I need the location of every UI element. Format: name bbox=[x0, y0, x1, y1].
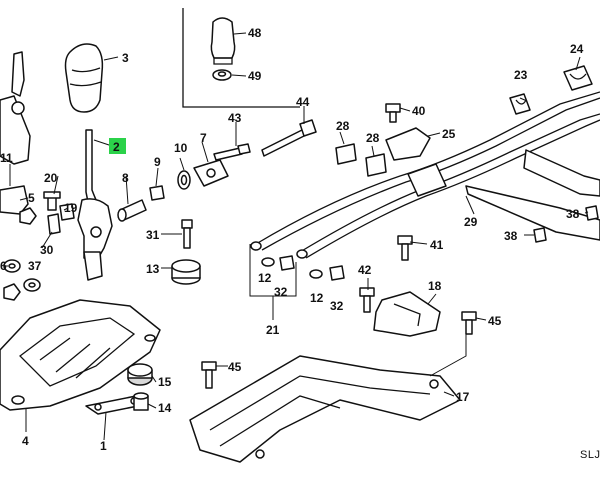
part-42-bolt[interactable] bbox=[359, 287, 375, 313]
part-45-bolt-a[interactable] bbox=[461, 311, 477, 335]
callout-4: 4 bbox=[22, 434, 29, 448]
part-28-clip-a[interactable] bbox=[335, 143, 357, 165]
part-29-stay[interactable] bbox=[465, 185, 600, 241]
part-nut-mid[interactable] bbox=[19, 207, 37, 225]
callout-7: 7 bbox=[200, 131, 207, 145]
callout-2-highlighted[interactable]: 2 bbox=[109, 138, 126, 154]
part-38-nut-b[interactable] bbox=[533, 227, 547, 243]
part-right-bracket[interactable] bbox=[523, 149, 600, 197]
part-10-ring[interactable] bbox=[177, 170, 191, 190]
part-9-nut[interactable] bbox=[149, 185, 165, 201]
inset-frame bbox=[182, 8, 300, 108]
part-14-spacer[interactable] bbox=[133, 392, 149, 411]
callout-38b: 38 bbox=[504, 229, 518, 243]
callout-1: 1 bbox=[100, 439, 107, 453]
callout-28b: 28 bbox=[366, 131, 380, 145]
part-32-washer-a[interactable] bbox=[279, 255, 295, 271]
callout-48: 48 bbox=[248, 26, 262, 40]
leader-lines bbox=[4, 32, 589, 441]
part-3-shift-knob[interactable] bbox=[64, 43, 104, 113]
part-12-nut-b[interactable] bbox=[309, 269, 323, 279]
callout-37: 37 bbox=[28, 259, 42, 273]
part-40-bolt[interactable] bbox=[385, 103, 401, 123]
part-38-nut-a[interactable] bbox=[585, 205, 599, 221]
callout-28a: 28 bbox=[336, 119, 350, 133]
callout-12b: 12 bbox=[310, 291, 324, 305]
callout-43: 43 bbox=[228, 111, 242, 125]
part-nut-left[interactable] bbox=[3, 283, 21, 301]
callout-6: 6 bbox=[0, 259, 7, 273]
callout-11: 11 bbox=[0, 151, 13, 165]
part-41-bolt[interactable] bbox=[397, 235, 413, 261]
callout-9: 9 bbox=[154, 155, 161, 169]
part-31-bolt[interactable] bbox=[181, 219, 193, 249]
part-7-bracket[interactable] bbox=[193, 159, 229, 187]
part-5-bracket[interactable] bbox=[0, 185, 29, 215]
part-19-clip[interactable] bbox=[59, 203, 75, 221]
part-48-knob-inset[interactable] bbox=[210, 17, 236, 65]
callout-49: 49 bbox=[248, 69, 262, 83]
callout-32b: 32 bbox=[330, 299, 344, 313]
part-8-pin[interactable] bbox=[117, 199, 147, 222]
callout-31: 31 bbox=[146, 228, 160, 242]
part-21-cables[interactable] bbox=[250, 91, 600, 259]
callout-24: 24 bbox=[570, 42, 584, 56]
part-24-clamp[interactable] bbox=[563, 65, 593, 91]
part-37-washer[interactable] bbox=[23, 278, 41, 292]
callout-30: 30 bbox=[40, 243, 54, 257]
callout-14: 14 bbox=[158, 401, 172, 415]
part-45-bolt-b[interactable] bbox=[201, 361, 217, 389]
callout-10: 10 bbox=[174, 141, 188, 155]
callout-17: 17 bbox=[456, 390, 470, 404]
callout-2-highlight-box bbox=[109, 138, 126, 154]
part-2-shift-lever[interactable] bbox=[77, 129, 113, 281]
callout-45b: 45 bbox=[228, 360, 242, 374]
diagram-code: SLJ bbox=[580, 449, 600, 461]
callout-41: 41 bbox=[430, 238, 444, 252]
callout-5: 5 bbox=[28, 191, 35, 205]
callout-20: 20 bbox=[44, 171, 58, 185]
part-left-lever-assembly[interactable] bbox=[0, 51, 31, 165]
callout-23: 23 bbox=[514, 68, 528, 82]
callout-44: 44 bbox=[296, 95, 310, 109]
part-43-bolt[interactable] bbox=[213, 143, 251, 161]
callout-19: 19 bbox=[64, 201, 78, 215]
part-32-washer-b[interactable] bbox=[329, 265, 345, 281]
part-12-nut-a[interactable] bbox=[261, 257, 275, 267]
callout-3: 3 bbox=[122, 51, 129, 65]
callouts: 3 2 48 49 11 5 20 19 30 6 37 8 9 10 7 43… bbox=[0, 26, 584, 453]
callout-42: 42 bbox=[358, 263, 372, 277]
callout-40: 40 bbox=[412, 104, 426, 118]
part-25-bracket[interactable] bbox=[385, 127, 431, 161]
part-13-grommet[interactable] bbox=[171, 259, 201, 285]
part-44-long-bolt[interactable] bbox=[261, 119, 317, 157]
callout-29: 29 bbox=[464, 215, 478, 229]
part-28-clip-b[interactable] bbox=[365, 153, 387, 177]
part-4-base-plate[interactable] bbox=[0, 299, 161, 411]
callout-12a: 12 bbox=[258, 271, 272, 285]
part-23-clamp[interactable] bbox=[509, 93, 531, 115]
callout-45a: 45 bbox=[488, 314, 502, 328]
callout-25: 25 bbox=[442, 127, 456, 141]
callout-18: 18 bbox=[428, 279, 442, 293]
part-6-bushing[interactable] bbox=[3, 259, 21, 273]
callout-2: 2 bbox=[113, 140, 120, 154]
callout-38a: 38 bbox=[566, 207, 580, 221]
part-49-washer[interactable] bbox=[212, 69, 232, 81]
part-18-bracket[interactable] bbox=[373, 291, 441, 337]
callout-32a: 32 bbox=[274, 285, 288, 299]
callout-15: 15 bbox=[158, 375, 172, 389]
part-15-bushing[interactable] bbox=[127, 363, 153, 386]
part-20-bolt[interactable] bbox=[43, 191, 61, 211]
callout-8: 8 bbox=[122, 171, 129, 185]
part-30-pin[interactable] bbox=[47, 213, 61, 235]
part-17-crossmember[interactable] bbox=[189, 355, 461, 463]
callout-13: 13 bbox=[146, 262, 160, 276]
callout-21: 21 bbox=[266, 323, 280, 337]
